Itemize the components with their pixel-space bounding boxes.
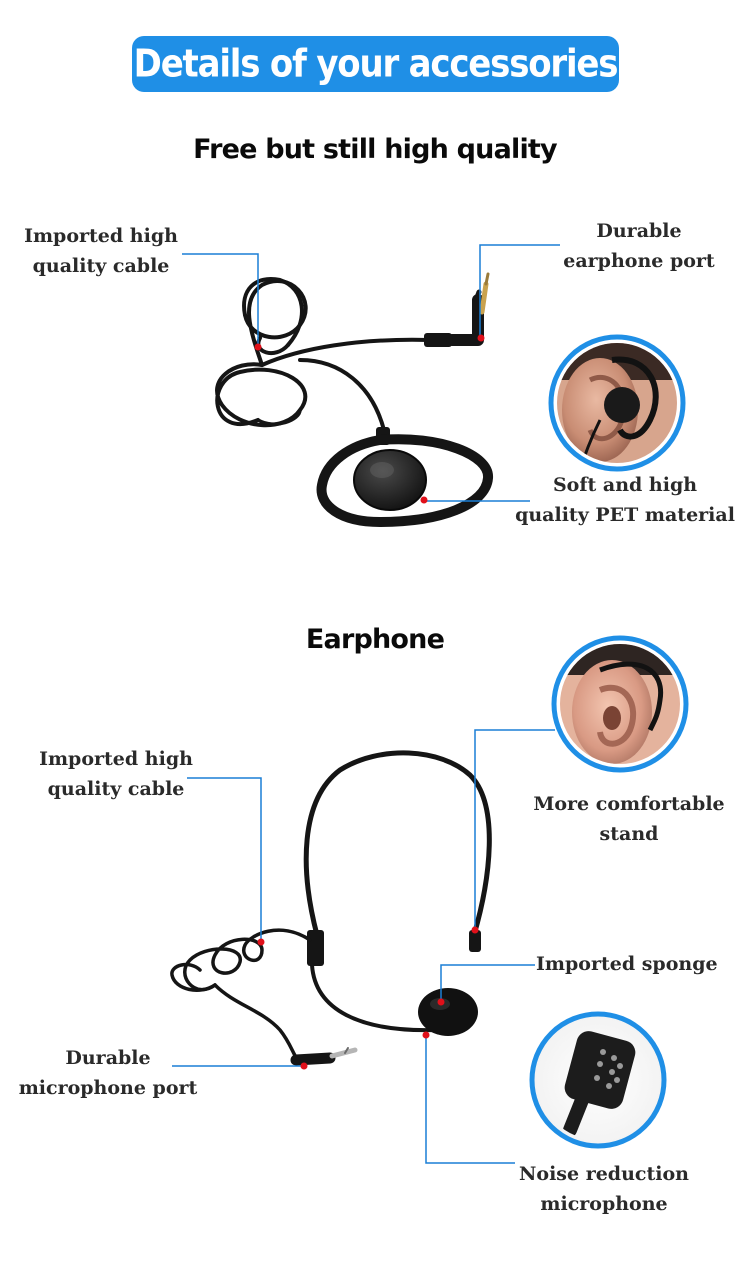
banner-title: Details of your accessories — [133, 41, 619, 87]
section-title-headset: Earphone — [305, 624, 445, 655]
callout-d-earphone-port: Durable earphone port — [563, 220, 715, 272]
d-earphone-leader-lines — [182, 244, 560, 502]
callout-headset-cable: Imported high quality cable — [39, 748, 193, 800]
callout-headset-stand: More comfortable stand — [533, 793, 725, 845]
callout-headset-sponge: Imported sponge — [536, 953, 718, 975]
d-earphone-image — [215, 272, 493, 528]
detail-circle-microphone — [529, 1011, 667, 1149]
callout-d-earphone-cable: Imported high quality cable — [24, 225, 178, 277]
d-earphone-markers — [254, 334, 485, 504]
callout-headset-microphone: Noise reduction microphone — [519, 1163, 689, 1215]
detail-circle-ear-headset — [551, 635, 689, 773]
header-banner: Details of your accessories — [132, 36, 619, 92]
headset-markers — [257, 926, 479, 1070]
section-title-d-earphone: Free but still high quality — [193, 134, 557, 165]
callout-d-earphone-material: Soft and high quality PET material — [515, 474, 735, 526]
headset-image — [170, 750, 492, 1066]
detail-circle-ear-wearing — [548, 334, 686, 472]
callout-headset-port: Durable microphone port — [18, 1047, 198, 1099]
headset-leader-lines — [172, 729, 555, 1164]
